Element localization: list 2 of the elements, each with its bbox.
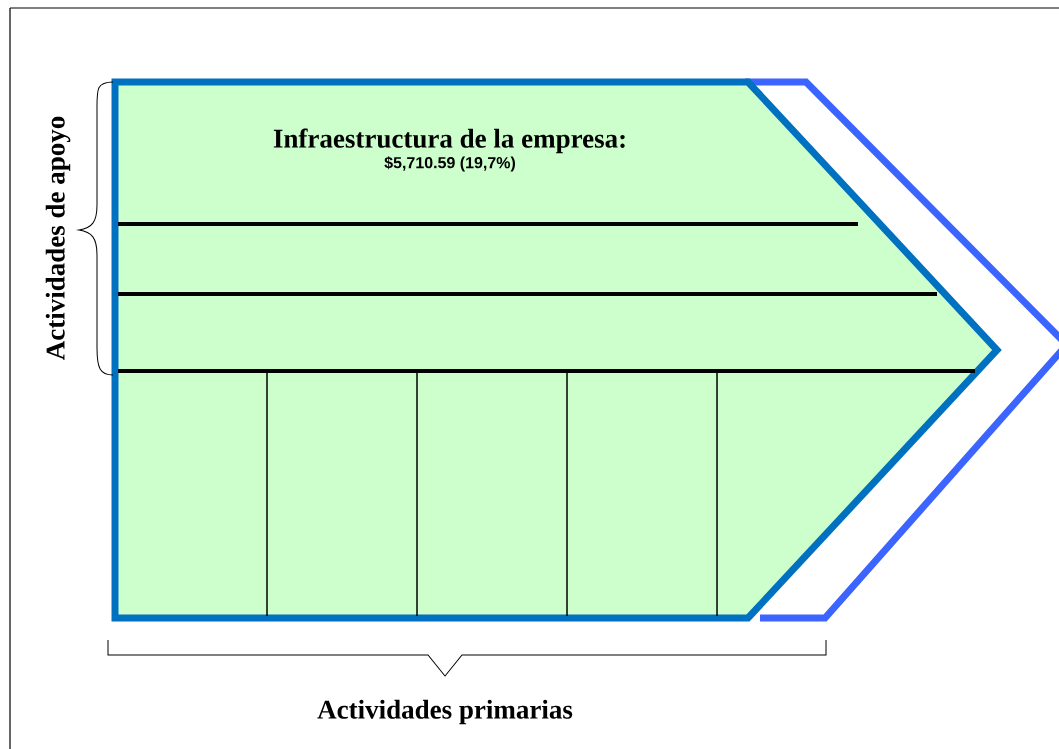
bracket-label: Actividades primarias bbox=[317, 699, 573, 725]
bracket-label: Actividades de apoyo bbox=[45, 116, 71, 360]
